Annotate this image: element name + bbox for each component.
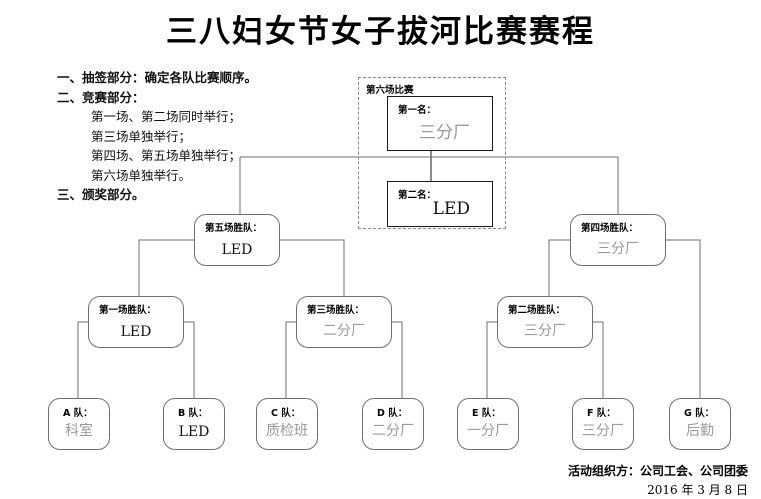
team-caption: F 队：: [587, 408, 616, 419]
quarterfinal-box-match1: 第一场胜队： LED: [88, 296, 184, 348]
note-line: 三、颁奖部分。: [57, 185, 357, 205]
semifinal-box-match4: 第四场胜队： 三分厂: [570, 214, 666, 266]
quarterfinal-box-match3: 第三场胜队： 二分厂: [296, 296, 392, 348]
note-lead: 一、抽签部分：: [57, 70, 145, 85]
note-line: 第四场、第五场单独举行；: [57, 146, 357, 166]
note-line: 第六场单独举行。: [57, 166, 357, 186]
team-value: LED: [178, 424, 210, 440]
team-value: 一分厂: [467, 423, 509, 439]
note-text: 第四场、第五场单独举行；: [91, 148, 242, 163]
note-text: 第一场、第二场同时举行；: [91, 109, 242, 124]
first-place-value: 三分厂: [419, 123, 470, 143]
team-box-a: A 队： 科室: [48, 398, 110, 450]
note-line: 第一场、第二场同时举行；: [57, 107, 357, 127]
team-caption: G 队：: [684, 408, 715, 419]
quarterfinal-value: LED: [120, 324, 152, 340]
quarterfinal-caption: 第三场胜队：: [307, 305, 365, 316]
semifinal-value: LED: [221, 242, 253, 258]
note-line: 一、抽签部分：确定各队比赛顺序。: [57, 68, 357, 88]
semifinal-caption: 第四场胜队：: [581, 223, 639, 234]
team-box-f: F 队： 三分厂: [572, 398, 634, 450]
team-box-g: G 队： 后勤: [669, 398, 731, 450]
first-place-box: 第一名： 三分厂: [387, 96, 493, 151]
second-place-value: LED: [432, 199, 470, 219]
notes-block: 一、抽签部分：确定各队比赛顺序。 二、竞赛部分： 第一场、第二场同时举行； 第三…: [57, 68, 357, 205]
team-caption: C 队：: [271, 408, 301, 419]
note-lead: 三、颁奖部分。: [57, 187, 145, 202]
team-box-b: B 队： LED: [163, 398, 225, 450]
second-place-caption: 第二名：: [398, 190, 437, 201]
first-place-caption: 第一名：: [398, 105, 437, 116]
note-line: 第三场单独举行；: [57, 127, 357, 147]
quarterfinal-box-match2: 第二场胜队： 三分厂: [497, 296, 593, 348]
note-text: 第六场单独举行。: [91, 167, 192, 183]
quarterfinal-caption: 第二场胜队：: [508, 305, 566, 316]
footer-date: 2016 年 3 月 8 日: [647, 483, 748, 497]
team-box-d: D 队： 二分厂: [362, 398, 424, 450]
note-text: 第三场单独举行；: [91, 128, 192, 144]
final-match-label: 第六场比赛: [366, 85, 414, 96]
team-caption: D 队：: [377, 408, 408, 419]
team-caption: E 队：: [472, 408, 501, 419]
quarterfinal-caption: 第一场胜队：: [99, 305, 157, 316]
team-box-e: E 队： 一分厂: [457, 398, 519, 450]
note-lead: 二、竞赛部分：: [57, 89, 145, 105]
page-title: 三八妇女节女子拔河比赛赛程: [166, 14, 595, 50]
team-box-c: C 队： 质检班: [256, 398, 318, 450]
team-value: 科室: [65, 423, 93, 439]
team-value: 三分厂: [582, 423, 624, 439]
team-value: 后勤: [686, 423, 714, 439]
semifinal-value: 三分厂: [597, 241, 639, 257]
semifinal-caption: 第五场胜队：: [205, 223, 263, 234]
team-caption: A 队：: [63, 408, 93, 419]
footer-organizer: 活动组织方：公司工会、公司团委: [567, 464, 748, 478]
note-text: 确定各队比赛顺序。: [144, 70, 258, 85]
team-value: 质检班: [266, 423, 308, 439]
semifinal-box-match5: 第五场胜队： LED: [194, 214, 280, 266]
team-caption: B 队：: [178, 408, 208, 419]
second-place-box: 第二名： LED: [387, 181, 493, 227]
quarterfinal-value: 三分厂: [524, 323, 566, 339]
quarterfinal-value: 二分厂: [323, 323, 365, 339]
note-line: 二、竞赛部分：: [57, 88, 357, 108]
team-value: 二分厂: [372, 423, 414, 439]
final-match-group: [358, 77, 506, 229]
